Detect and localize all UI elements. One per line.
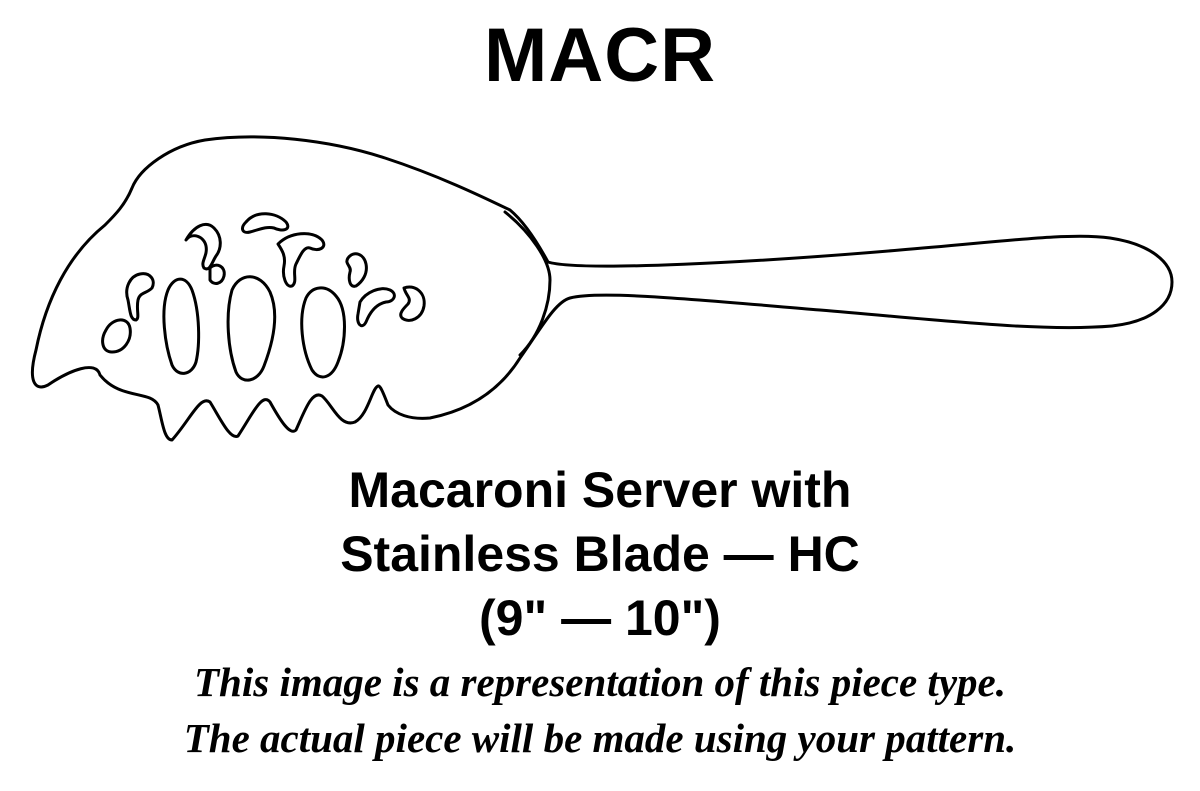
piercing-8 [208, 263, 226, 285]
piece-title-line-2: Stainless Blade — HC [340, 526, 860, 582]
disclaimer-line-2: The actual piece will be made using your… [183, 715, 1017, 761]
piece-title-line-1: Macaroni Server with [348, 462, 852, 518]
piece-size: (9" — 10") [479, 590, 721, 646]
disclaimer-line-1: This image is a representation of this p… [194, 659, 1006, 705]
blade-outline [31, 135, 1174, 442]
macaroni-server-icon [31, 135, 1174, 442]
piercing-5 [345, 252, 368, 288]
piercing-2 [184, 223, 222, 271]
slot-4 [101, 318, 132, 354]
blade-inner-line [503, 210, 552, 357]
piercing-4 [276, 232, 326, 288]
slot-2 [226, 275, 277, 382]
piece-title: Macaroni Server with Stainless Blade — H… [0, 458, 1200, 650]
slot-3 [300, 286, 346, 379]
piercing-1 [125, 272, 155, 322]
piercing-3 [241, 212, 290, 234]
piercing-6 [356, 287, 396, 328]
slot-1 [162, 277, 201, 375]
piece-code: MACR [484, 13, 716, 98]
disclaimer: This image is a representation of this p… [0, 654, 1200, 766]
piercing-7 [399, 285, 426, 322]
